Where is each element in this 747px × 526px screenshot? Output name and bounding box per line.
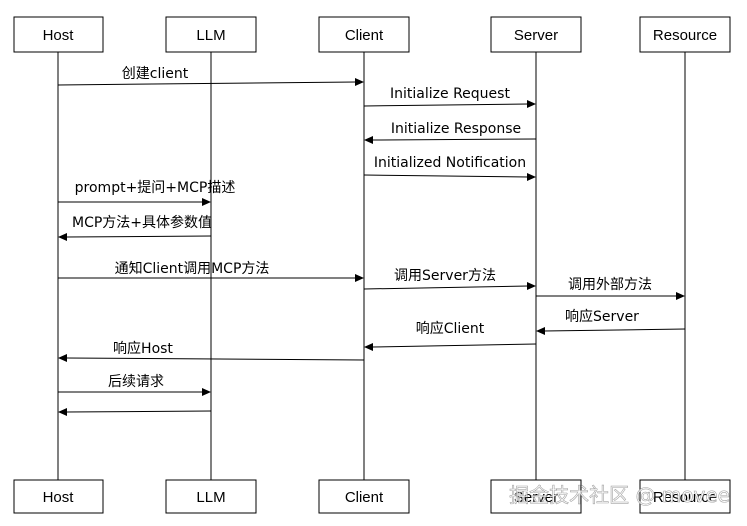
arrowhead-right-icon	[527, 173, 536, 181]
participant-client-bottom: Client	[318, 479, 410, 514]
arrowhead-left-icon	[58, 354, 67, 362]
participant-host-top: Host	[13, 16, 104, 53]
message-call-external: 调用外部方法	[536, 277, 685, 300]
message-initialize-request: Initialize Request	[363, 86, 536, 108]
message-label: 响应Host	[113, 340, 173, 357]
message-label: 后续请求	[108, 373, 164, 390]
participant-label: Resource	[653, 489, 717, 506]
arrowhead-right-icon	[202, 388, 211, 396]
message-mcp-method: MCP方法+具体参数值	[58, 214, 212, 241]
participant-label: Server	[514, 27, 558, 44]
arrowhead-right-icon	[202, 198, 211, 206]
watermark: 掘金技术社区 @ movee	[509, 483, 730, 507]
message-notify-client: 通知Client调用MCP方法	[58, 260, 364, 282]
message-create-client: 创建client	[57, 66, 364, 86]
message-label: prompt+提问+MCP描述	[75, 180, 236, 196]
arrowhead-right-icon	[527, 282, 536, 290]
message-respond-server: 响应Server	[536, 308, 686, 335]
message-label: 响应Client	[416, 320, 485, 337]
participant-server-bottom: Server	[490, 479, 582, 514]
message-label: Initialize Request	[390, 86, 510, 102]
participant-resource-bottom: Resource	[639, 479, 731, 514]
message-call-server: 调用Server方法	[363, 268, 536, 290]
message-label: Initialize Response	[391, 121, 521, 137]
participant-client-top: Client	[318, 16, 410, 53]
message-label: 调用Server方法	[394, 268, 496, 284]
arrowhead-left-icon	[58, 233, 67, 241]
message-initialized-notification: Initialized Notification	[363, 155, 536, 181]
arrowhead-right-icon	[355, 78, 364, 86]
message-label: 调用外部方法	[568, 277, 652, 293]
message-return-host	[58, 408, 212, 416]
message-label: 通知Client调用MCP方法	[115, 260, 270, 277]
message-label: 创建client	[122, 66, 189, 82]
message-respond-host: 响应Host	[58, 340, 365, 362]
participant-host-bottom: Host	[13, 479, 104, 514]
arrowhead-left-icon	[364, 343, 373, 351]
participant-llm-top: LLM	[165, 16, 257, 53]
participant-label: Client	[345, 489, 384, 506]
participant-label: Host	[43, 27, 75, 44]
arrowhead-left-icon	[58, 408, 67, 416]
message-followup: 后续请求	[58, 373, 211, 396]
message-initialize-response: Initialize Response	[364, 121, 537, 144]
participant-label: LLM	[196, 489, 225, 506]
message-respond-client: 响应Client	[364, 320, 537, 351]
arrowhead-right-icon	[676, 292, 685, 300]
participant-label: Server	[514, 489, 558, 506]
message-label: 响应Server	[565, 308, 639, 325]
participant-llm-bottom: LLM	[165, 479, 257, 514]
participant-label: Host	[43, 489, 75, 506]
participant-resource-top: Resource	[639, 16, 731, 53]
message-label: Initialized Notification	[374, 155, 526, 171]
arrowhead-right-icon	[355, 274, 364, 282]
message-prompt: prompt+提问+MCP描述	[58, 180, 235, 206]
participant-label: Resource	[653, 27, 717, 44]
participant-label: LLM	[196, 27, 225, 44]
arrowhead-right-icon	[527, 100, 536, 108]
participant-label: Client	[345, 27, 384, 44]
participant-server-top: Server	[490, 16, 582, 53]
message-label: MCP方法+具体参数值	[72, 214, 212, 231]
arrowhead-left-icon	[536, 327, 545, 335]
arrowhead-left-icon	[364, 136, 373, 144]
